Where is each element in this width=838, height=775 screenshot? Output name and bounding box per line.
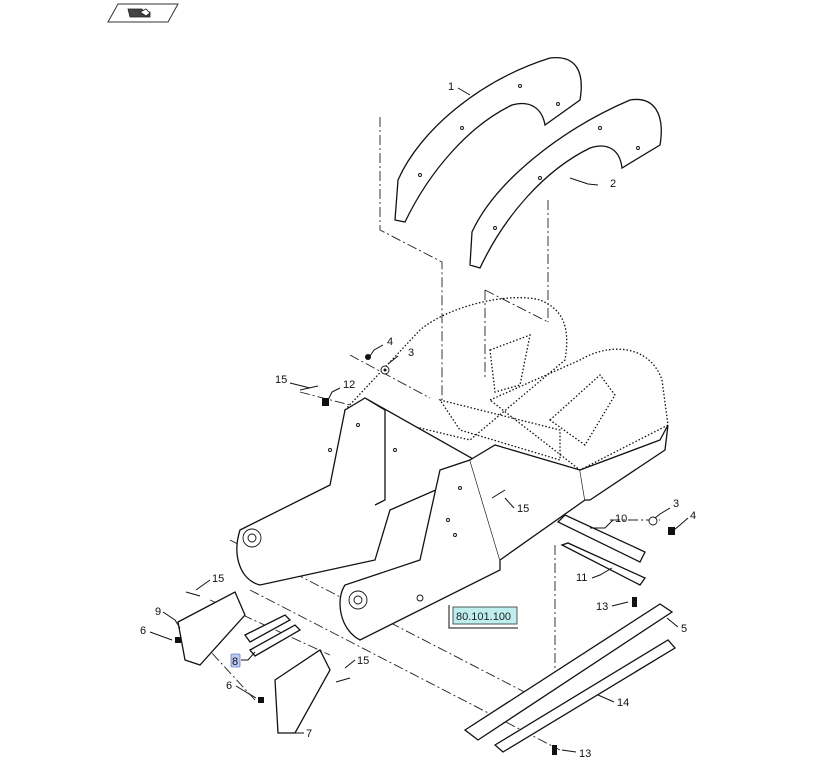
reference-link-label[interactable]: 80.101.100: [456, 611, 511, 623]
callout-5: 5: [681, 623, 687, 635]
callout-11: 11: [576, 572, 587, 584]
strip-part-5: [463, 603, 674, 741]
callout-13: 13: [596, 601, 608, 613]
callout-3: 3: [408, 347, 414, 359]
strip-part-14: [493, 639, 676, 753]
leader-lines: [149, 87, 689, 753]
callout-10: 10: [615, 513, 627, 525]
callout-12: 12: [343, 379, 355, 391]
fender-part-2: [469, 98, 662, 269]
plate-part-10: [556, 514, 646, 563]
frame-upper-dotted: [343, 297, 669, 471]
callout-15: 15: [517, 503, 529, 515]
bracket-part-7: [274, 649, 331, 734]
callout-3: 3: [673, 498, 679, 510]
callout-4: 4: [387, 336, 393, 348]
callout-15: 15: [275, 374, 287, 386]
nav-button[interactable]: [107, 3, 179, 23]
callout-6: 6: [140, 625, 146, 637]
callout-6: 6: [226, 680, 232, 692]
callout-8-highlight[interactable]: [230, 653, 241, 668]
callout-2: 2: [610, 178, 616, 190]
callout-8[interactable]: 8: [232, 656, 238, 668]
callout-labels: 1 2 3 4 12 15 15 10 3 4 11 13 5 14 13 15…: [140, 81, 696, 760]
callout-14: 14: [617, 697, 629, 709]
bracket-part-9: [177, 591, 246, 666]
callout-4: 4: [690, 510, 696, 522]
reference-link-80-101-100[interactable]: 80.101.100: [448, 605, 518, 629]
frame-main-structure: [236, 397, 669, 641]
callout-15: 15: [357, 655, 369, 667]
hand-pointer-icon: [127, 8, 151, 18]
hardware-fasteners: [175, 354, 675, 755]
callout-7: 7: [306, 728, 312, 740]
fender-part-1: [394, 57, 582, 223]
callout-9: 9: [155, 606, 161, 618]
callout-1: 1: [448, 81, 454, 93]
strip-part-11: [560, 542, 646, 586]
link-part-8: [244, 614, 302, 657]
callout-15: 15: [212, 573, 224, 585]
callout-13: 13: [579, 748, 591, 760]
